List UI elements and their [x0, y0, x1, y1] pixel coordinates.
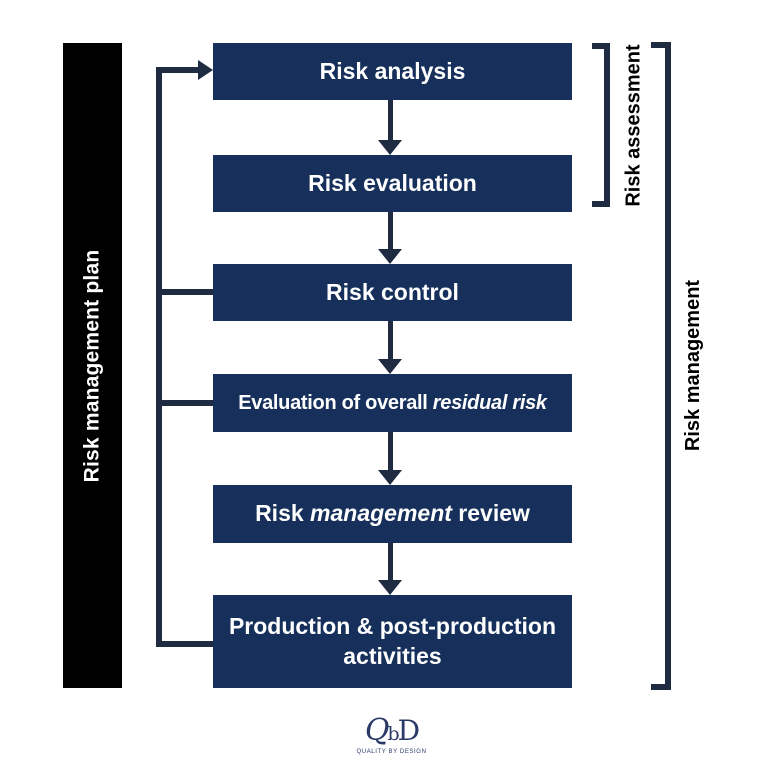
down-arrow-head-3	[378, 359, 402, 374]
flow-box-risk-control: Risk control	[213, 264, 572, 321]
feedback-stub-production	[156, 641, 213, 647]
feedback-line-vertical	[156, 67, 162, 647]
down-arrow-head-5	[378, 580, 402, 595]
flow-box-risk-evaluation: Risk evaluation	[213, 155, 572, 212]
logo-letter-d: D	[397, 713, 420, 747]
bracket-risk-assessment-vertical	[604, 43, 610, 207]
qbd-logo: QbD QUALITY BY DESIGN	[356, 703, 427, 767]
logo-letter-q: Q	[364, 712, 390, 748]
down-arrow-stem-2	[388, 212, 393, 249]
flow-box-evaluation-overall-residual-risk: Evaluation of overall residual risk	[213, 374, 572, 432]
down-arrow-stem-3	[388, 321, 393, 359]
flow-box-production-post-production: Production & post-production activities	[213, 595, 572, 688]
box-text: Risk evaluation	[308, 169, 477, 196]
risk-management-label-container: Risk management	[672, 180, 716, 550]
box-text-italic: management	[310, 500, 452, 527]
flow-box-risk-analysis: Risk analysis	[213, 43, 572, 100]
down-arrow-head-4	[378, 470, 402, 485]
flow-box-risk-management-review: Risk management review	[213, 485, 572, 543]
feedback-stub-risk-control	[156, 289, 213, 295]
risk-management-plan-label: Risk management plan	[80, 249, 104, 482]
down-arrow-head-1	[378, 140, 402, 155]
feedback-arrowhead-into-risk-analysis	[198, 60, 213, 80]
qbd-logo-mark: QbD	[364, 712, 420, 748]
box-text: Risk control	[326, 278, 459, 305]
down-arrow-stem-5	[388, 543, 393, 580]
qbd-logo-caption: QUALITY BY DESIGN	[356, 748, 427, 755]
logo-letter-b: b	[387, 722, 399, 745]
box-text: Risk	[255, 500, 311, 527]
bracket-risk-assessment-bottom-arm	[592, 201, 610, 207]
down-arrow-stem-4	[388, 432, 393, 470]
box-text: Production & post-production activities	[228, 612, 557, 669]
box-text-italic: residual risk	[432, 392, 547, 414]
feedback-line-top-horizontal	[156, 67, 198, 73]
box-text: Risk analysis	[319, 57, 466, 84]
feedback-stub-evaluation-residual-risk	[156, 400, 213, 406]
box-text: Evaluation of overall	[238, 392, 433, 414]
down-arrow-stem-1	[388, 100, 393, 140]
bracket-risk-management-vertical	[665, 42, 671, 690]
box-text: review	[451, 500, 530, 527]
risk-assessment-label-container: Risk assessment	[612, 43, 656, 207]
risk-assessment-label: Risk assessment	[622, 43, 645, 207]
down-arrow-head-2	[378, 249, 402, 264]
bracket-risk-management-top-arm	[651, 42, 671, 48]
risk-management-label: Risk management	[682, 279, 705, 451]
risk-management-plan-bar: Risk management plan	[63, 43, 122, 688]
bracket-risk-management-bottom-arm	[651, 684, 671, 690]
bracket-risk-assessment-top-arm	[592, 43, 610, 49]
